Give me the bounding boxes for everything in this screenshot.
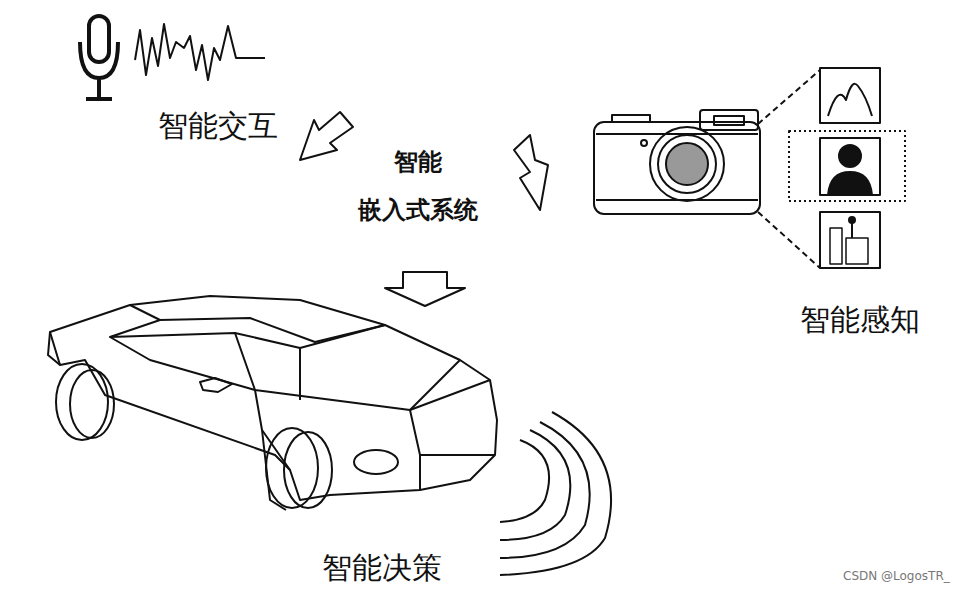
center-label: 嵌入式系统 [358,196,478,225]
car-illustration [48,296,497,510]
sound-waveform [135,24,265,80]
leader-line [758,212,820,268]
hollow-arrow [514,135,548,210]
leader-line [758,70,820,124]
camera-icon [594,110,760,214]
microphone-icon [80,16,118,99]
hollow-arrow [300,112,353,160]
radar-waves [500,412,611,575]
image-frames [789,68,905,268]
function-label: 智能感知 [800,302,920,338]
watermark: CSDN @LogosTR_ [843,569,950,583]
hollow-arrow [385,272,465,306]
function-label: 智能交互 [158,108,278,144]
function-label: 智能决策 [322,550,442,586]
center-label: 智能 [394,148,442,177]
